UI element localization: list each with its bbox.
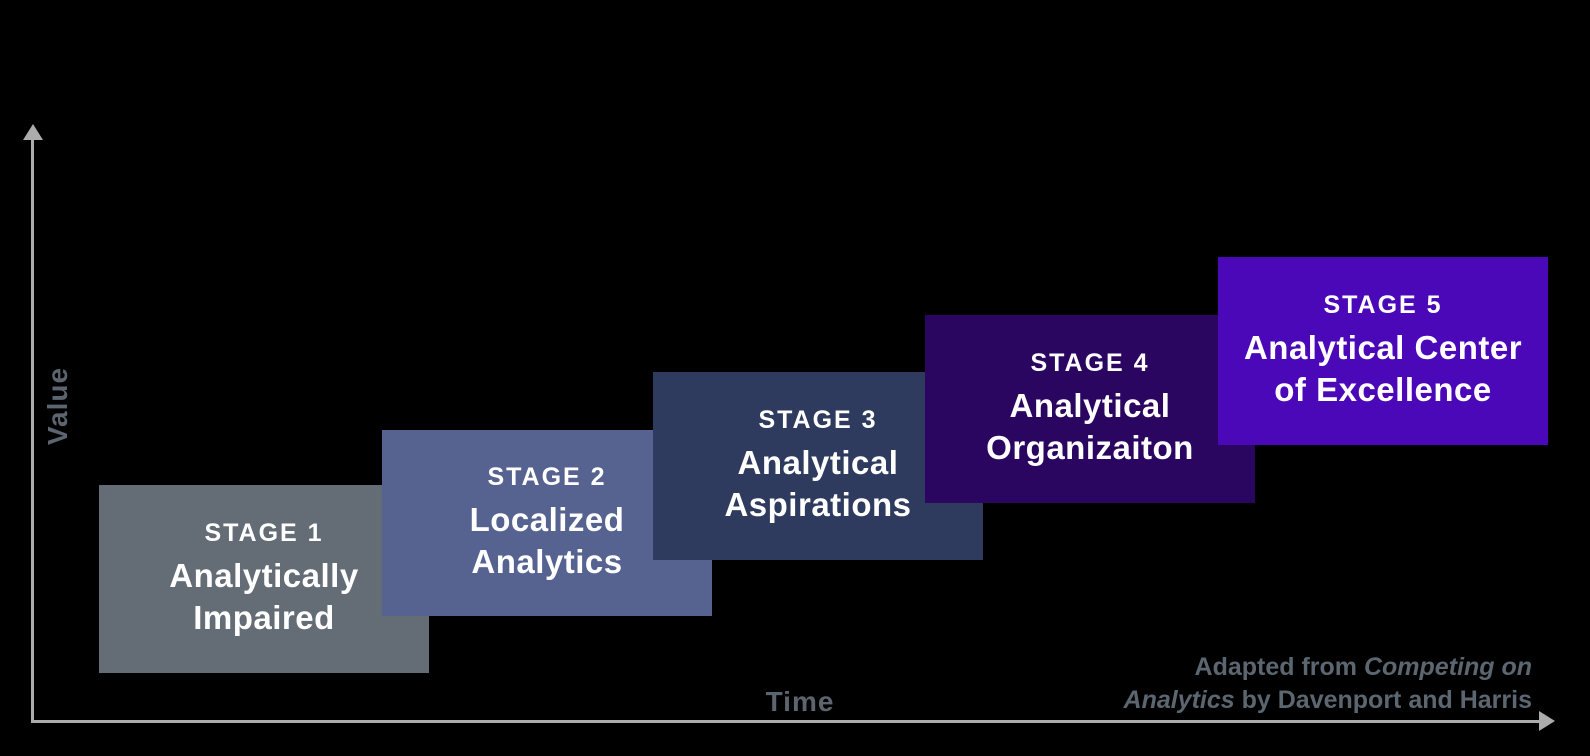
x-axis-arrowhead-icon [1539,711,1555,731]
stage-label: STAGE 2 [487,463,607,492]
stage-title-line: Analytically [169,557,359,595]
stage-title: Analytical Organizaiton [986,385,1194,468]
attribution-line-1: Adapted from Competing on [1194,653,1532,681]
stage-title-line: Analytical [737,444,899,482]
stage-box-5: STAGE 5 Analytical Center of Excellence [1218,257,1548,445]
stage-title: Analytically Impaired [169,555,358,638]
stage-box-4: STAGE 4 Analytical Organizaiton [925,315,1255,503]
value-axis-label: Value [42,366,73,446]
stage-title-line: Impaired [193,599,335,636]
stage-title-line: Aspirations [724,486,912,523]
stage-title: Analytical Center of Excellence [1244,327,1522,410]
stage-title-line: Analytics [471,543,623,580]
y-axis-line [31,139,34,722]
attribution-line-2: Analytics by Davenport and Harris [1123,686,1532,714]
stage-label: STAGE 1 [204,519,324,548]
stage-title-line: Analytical [1009,387,1171,425]
y-axis-arrowhead-icon [23,124,43,140]
stage-title-line: of Excellence [1274,371,1492,408]
stage-box-1: STAGE 1 Analytically Impaired [99,485,429,673]
stage-title: Localized Analytics [470,499,625,582]
stage-box-3: STAGE 3 Analytical Aspirations [653,372,983,560]
stage-title-line: Analytical Center [1243,329,1523,367]
x-axis-line [31,720,1539,723]
attribution: Adapted from Competing on Analytics by D… [1124,651,1532,717]
stage-title-line: Localized [469,501,625,539]
time-axis-label: Time [765,686,835,717]
stage-label: STAGE 5 [1323,291,1443,320]
stage-title-line: Organizaiton [986,429,1194,466]
stage-label: STAGE 4 [1030,349,1150,378]
stage-label: STAGE 3 [758,406,878,435]
stage-title: Analytical Aspirations [724,442,911,525]
